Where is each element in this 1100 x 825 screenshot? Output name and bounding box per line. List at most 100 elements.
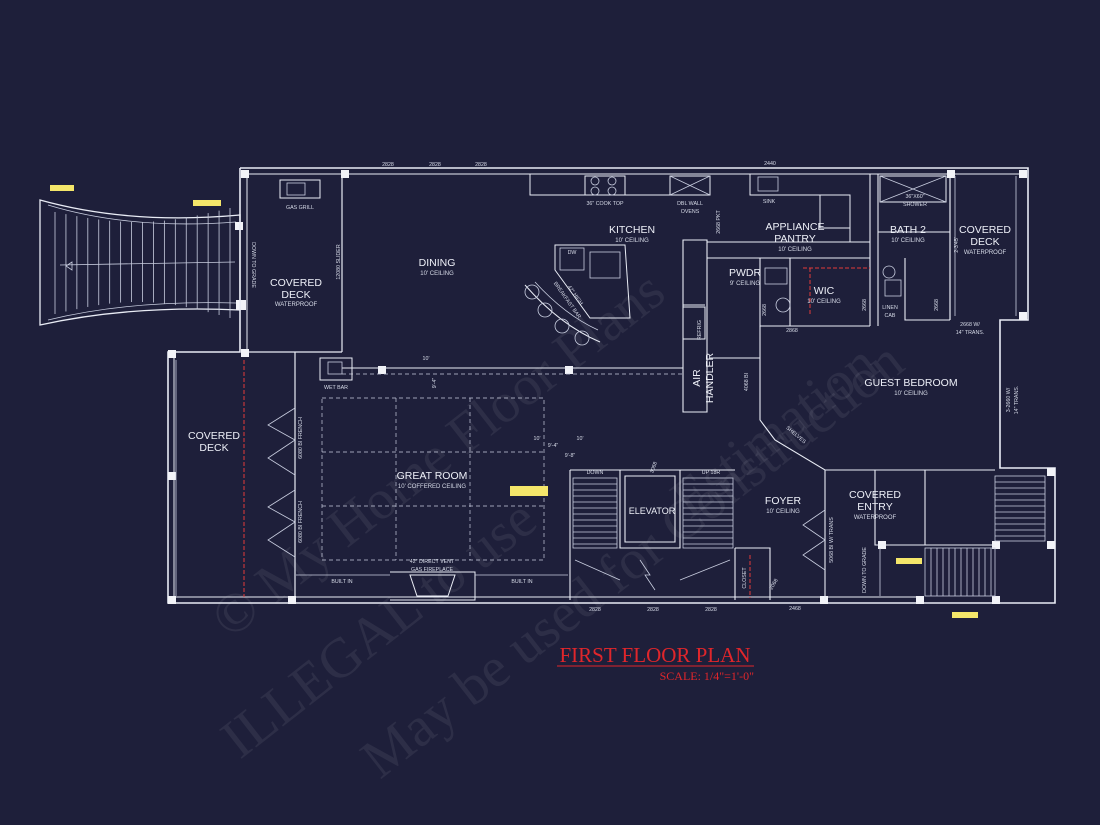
- plan-title: FIRST FLOOR PLAN: [560, 643, 751, 667]
- note-guest-win-1: 3-2660 W/: [1006, 387, 1012, 412]
- room-note-covered-deck-nw: WATERPROOF: [275, 302, 318, 308]
- dim-bottom-3: 2828: [705, 607, 717, 613]
- note-ah-door: 4068 BI: [744, 373, 750, 391]
- room-note-bath2: 10' CEILING: [891, 238, 925, 244]
- note-gas-grill: GAS GRILL: [286, 205, 314, 211]
- rails: [175, 176, 1017, 596]
- room-name-covered-deck-nw-2: DECK: [281, 289, 310, 301]
- dim-top-3: 2828: [475, 162, 487, 168]
- yellow-tag: [896, 558, 922, 564]
- room-note-pwdr: 9' CEILING: [730, 281, 760, 287]
- room-name-wic: WIC: [814, 285, 835, 297]
- room-name-covered-deck-w-1: COVERED: [188, 430, 240, 442]
- note-ovens: OVENS: [681, 209, 700, 215]
- note-french-2: 6080 BI FRENCH: [298, 501, 304, 543]
- note-cab: CAB: [885, 313, 896, 319]
- dim-94b: 9'-4": [432, 378, 438, 389]
- dim-deck-door: 2-3'45': [954, 237, 960, 253]
- dim-elev-door: 3068: [649, 461, 659, 474]
- dim-10a: 10': [534, 436, 541, 442]
- yellow-tag: [952, 612, 978, 618]
- dim-pwdr-door: 2668: [762, 304, 768, 316]
- room-name-elevator: ELEVATOR: [629, 506, 676, 516]
- note-down-to-grade-e: DOWN TO GRADE: [862, 547, 868, 593]
- interior-walls: [243, 174, 995, 600]
- room-note-guest-bedroom: 10' CEILING: [894, 391, 928, 397]
- room-name-covered-deck-ne-2: DECK: [970, 236, 999, 248]
- columns: [168, 170, 1055, 604]
- room-name-dining: DINING: [419, 257, 456, 269]
- note-refrig: REFRIG: [697, 320, 703, 340]
- dim-10c: 10': [423, 356, 430, 362]
- room-name-pwdr: PWDR: [729, 267, 761, 279]
- room-name-bath2: BATH 2: [890, 224, 926, 236]
- room-name-air-2: HANDLER: [704, 352, 716, 403]
- dimension-labels: 2828 2828 2828 2440 2828 2828 2828 2468 …: [382, 161, 960, 613]
- note-built-in-right: BUILT IN: [511, 579, 532, 585]
- note-foyer-door: 5068 BI W/ TRANS: [829, 517, 835, 563]
- room-name-air-1: AIR: [691, 369, 703, 387]
- kitchen-counters: [319, 174, 851, 381]
- dim-bottom-1: 2828: [589, 607, 601, 613]
- room-name-covered-deck-w-2: DECK: [199, 442, 228, 454]
- dim-wic-door: 2868: [786, 328, 798, 334]
- note-shower-2: SHOWER: [903, 202, 927, 208]
- french-doors: [267, 407, 826, 571]
- dim-94a: 9'-4": [548, 443, 559, 449]
- note-linen: LINEN: [882, 305, 898, 311]
- room-name-kitchen: KITCHEN: [609, 224, 655, 236]
- room-note-great-room: 10' COFFERED CEILING: [398, 484, 466, 490]
- fireplace: [296, 571, 568, 601]
- room-name-foyer: FOYER: [765, 495, 802, 507]
- room-name-covered-entry-1: COVERED: [849, 489, 901, 501]
- note-cook-top: 36" COOK TOP: [586, 201, 623, 207]
- note-closet: CLOSET: [742, 567, 748, 589]
- dim-wic-side: 2668: [862, 299, 868, 311]
- dim-bottom-4: 2468: [789, 606, 801, 612]
- note-built-in-left: BUILT IN: [331, 579, 352, 585]
- note-slider: 12080 SLIDER: [336, 244, 342, 280]
- dim-top-4: 2440: [764, 161, 776, 167]
- dim-top-1: 2828: [382, 162, 394, 168]
- dim-10b: 10': [577, 436, 584, 442]
- note-french-1: 6080 BI FRENCH: [298, 417, 304, 459]
- dim-closet-door: 2068: [769, 578, 780, 591]
- dim-98: 9'-8": [565, 453, 576, 459]
- room-name-appliance: APPLIANCE: [766, 221, 825, 233]
- room-note-foyer: 10' CEILING: [766, 509, 800, 515]
- note-down-to-grade-w: DOWN TO GRADE: [250, 242, 256, 288]
- exterior-curved-stair: [39, 185, 246, 326]
- note-dbl-wall: DBL WALL: [677, 201, 703, 207]
- note-down: DOWN: [587, 470, 604, 476]
- room-name-covered-deck-nw-1: COVERED: [270, 277, 322, 289]
- room-name-pantry: PANTRY: [774, 233, 816, 245]
- note-fireplace-2: GAS FIREPLACE: [411, 567, 454, 573]
- note-guest-door-1: 2668 W/: [960, 322, 980, 328]
- dim-bath-door: 2668: [934, 299, 940, 311]
- room-note-dining: 10' CEILING: [420, 271, 454, 277]
- room-note-wic: 10' CEILING: [807, 299, 841, 305]
- bath-fixtures: [764, 175, 947, 313]
- plan-scale: SCALE: 1/4"=1'-0": [660, 669, 754, 683]
- note-dw: DW: [568, 250, 577, 256]
- room-name-covered-entry-2: ENTRY: [857, 501, 892, 513]
- dim-top-2: 2828: [429, 162, 441, 168]
- room-note-covered-deck-ne: WATERPROOF: [964, 250, 1007, 256]
- coffered-ceiling-grid: [321, 397, 545, 561]
- room-name-covered-deck-ne-1: COVERED: [959, 224, 1011, 236]
- note-fireplace-1: 42" DIRECT VENT: [410, 559, 455, 565]
- note-shower: 36"X60": [905, 194, 924, 200]
- note-guest-win-2: 14" TRANS.: [1014, 386, 1020, 415]
- gas-grill: [279, 179, 321, 199]
- note-sink: SINK: [763, 199, 776, 205]
- note-up: UP 18R: [702, 470, 721, 476]
- dim-bottom-2: 2828: [647, 607, 659, 613]
- yellow-tag: [510, 486, 548, 496]
- room-note-kitchen: 10' CEILING: [615, 238, 649, 244]
- room-note-covered-entry: WATERPROOF: [854, 515, 897, 521]
- interior-stairs: [572, 475, 1046, 597]
- note-wet-bar: WET BAR: [324, 385, 348, 391]
- room-note-pantry: 10' CEILING: [778, 247, 812, 253]
